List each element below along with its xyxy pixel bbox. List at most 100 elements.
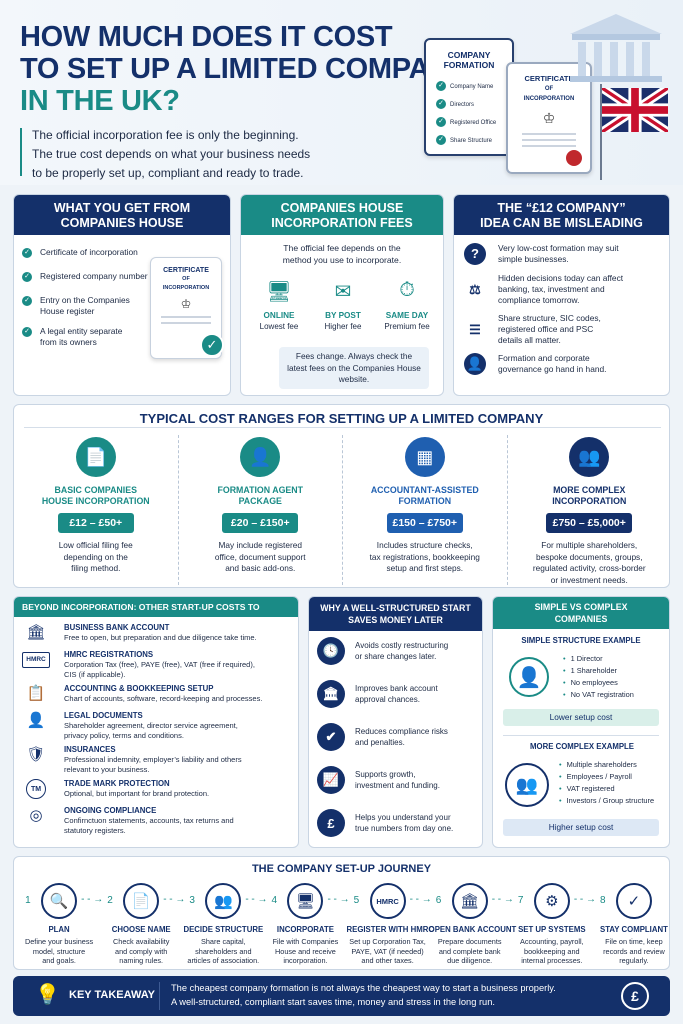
step-number: 7 xyxy=(517,895,524,906)
hmrc-icon: HMRC xyxy=(22,652,50,668)
fees-description: The official fee depends on the method y… xyxy=(282,243,402,265)
step-description: Set up Corporation Tax,PAYE, VAT (if nee… xyxy=(349,937,426,965)
government-building-icon xyxy=(566,10,666,82)
why-structured-header: WHY A WELL-STRUCTURED START SAVES MONEY … xyxy=(309,597,482,631)
step-number: 5 xyxy=(353,895,360,906)
card-incorporation-fees-header: COMPANIES HOUSE INCORPORATION FEES xyxy=(241,195,443,235)
benefit-item: 📈Supports growth,investment and funding. xyxy=(317,766,479,794)
example-bullet: •VAT registered xyxy=(559,784,615,793)
step-arrow: - - → xyxy=(327,894,350,905)
group-icon: 👥 xyxy=(205,883,242,919)
single-person-icon: 👤 xyxy=(509,657,549,697)
check-icon: ✓ xyxy=(22,272,32,282)
shield-check-icon: ✔ xyxy=(317,723,345,751)
step-number: 4 xyxy=(271,895,277,906)
step-number: 1 xyxy=(25,895,31,906)
card-what-you-get-header: WHAT YOU GET FROM COMPANIES HOUSE xyxy=(14,195,230,235)
why-structured-section: WHY A WELL-STRUCTURED START SAVES MONEY … xyxy=(308,596,483,848)
simple-vs-complex-section: SIMPLE VS COMPLEX COMPANIES SIMPLE STRUC… xyxy=(492,596,670,848)
fees-note: Fees change. Always check the latest fee… xyxy=(279,347,429,389)
hmrc-icon: HMRC xyxy=(369,883,406,919)
check-circle-icon: ✓ xyxy=(615,883,652,919)
seal-icon xyxy=(566,150,582,166)
simple-example-title: SIMPLE STRUCTURE EXAMPLE xyxy=(521,636,641,645)
what-you-get-item: ✓Certificate of incorporation xyxy=(22,247,148,258)
step-arrow: - - → xyxy=(491,894,514,905)
formation-checklist-item: ✓Share Structure xyxy=(436,132,512,150)
page-title-line2: TO SET UP A LIMITED COMPANY xyxy=(20,53,469,85)
crest-icon: ♔ xyxy=(542,110,556,126)
example-bullet: •No employees xyxy=(563,678,618,687)
hero-section: HOW MUCH DOES IT COST TO SET UP A LIMITE… xyxy=(0,0,683,185)
step-number: 3 xyxy=(189,895,195,906)
clock-icon: 🕓 xyxy=(317,637,345,665)
lower-cost-label: Lower setup cost xyxy=(503,709,659,726)
step-title: SET UP SYSTEMS xyxy=(518,925,586,934)
uk-flag-icon xyxy=(599,84,671,136)
flag-pole xyxy=(600,84,602,180)
price-badge: £20 – £150+ xyxy=(222,513,299,533)
lightbulb-icon: 💡 xyxy=(35,984,60,1006)
bank-icon: 🏛 xyxy=(451,883,488,919)
intro-text: The official incorporation fee is only t… xyxy=(32,128,311,180)
price-badge: £150 – £750+ xyxy=(386,513,463,533)
step-title: DECIDE STRUCTURE xyxy=(183,925,264,934)
crest-icon: ♔ xyxy=(180,297,192,311)
page-title-line1: HOW MUCH DOES IT COST xyxy=(20,21,393,53)
key-takeaway-label: KEY TAKEAWAY xyxy=(69,989,155,1001)
bank-icon: 🏛 xyxy=(317,680,345,708)
key-takeaway-banner: 💡 KEY TAKEAWAY The cheapest company form… xyxy=(13,976,670,1016)
checklist-icon: ☰ xyxy=(469,321,481,337)
formation-checklist-item: ✓Directors xyxy=(436,96,512,114)
key-takeaway-text: The cheapest company formation is not al… xyxy=(171,983,556,1007)
step-title: STAY COMPLIANT xyxy=(600,925,668,934)
journey-title: THE COMPANY SET-UP JOURNEY xyxy=(251,863,432,875)
formation-checklist-item: ✓Company Name xyxy=(436,78,512,96)
step-title: INCORPORATE xyxy=(276,925,334,934)
check-icon: ✓ xyxy=(436,99,446,110)
calculator-icon: ▦ xyxy=(404,437,445,477)
person-icon: 👤 xyxy=(26,712,46,729)
scales-icon: ⚖ xyxy=(469,281,481,297)
intro-accent-bar xyxy=(20,128,22,176)
check-icon: ✓ xyxy=(436,135,446,146)
question-icon: ? xyxy=(464,243,486,265)
step-arrow: - - → xyxy=(573,894,597,905)
person-icon: 👤 xyxy=(464,353,486,375)
gear-icon: ⚙ xyxy=(533,883,570,919)
coins-icon: ◎ xyxy=(29,807,43,824)
formation-checklist-item: ✓Registered Office xyxy=(436,114,512,132)
beyond-incorporation-header: BEYOND INCORPORATION: OTHER START-UP COS… xyxy=(14,597,298,632)
document-icon: 📄 xyxy=(75,437,116,477)
group-people-icon: 👥 xyxy=(505,763,549,807)
beyond-incorporation-section: BEYOND INCORPORATION: OTHER START-UP COS… xyxy=(13,596,299,848)
step-title: OPEN BANK ACCOUNT xyxy=(428,925,517,934)
card-what-you-get: WHAT YOU GET FROM COMPANIES HOUSE ✓Certi… xyxy=(13,194,231,396)
simple-vs-complex-header: SIMPLE VS COMPLEX COMPANIES xyxy=(493,597,669,629)
